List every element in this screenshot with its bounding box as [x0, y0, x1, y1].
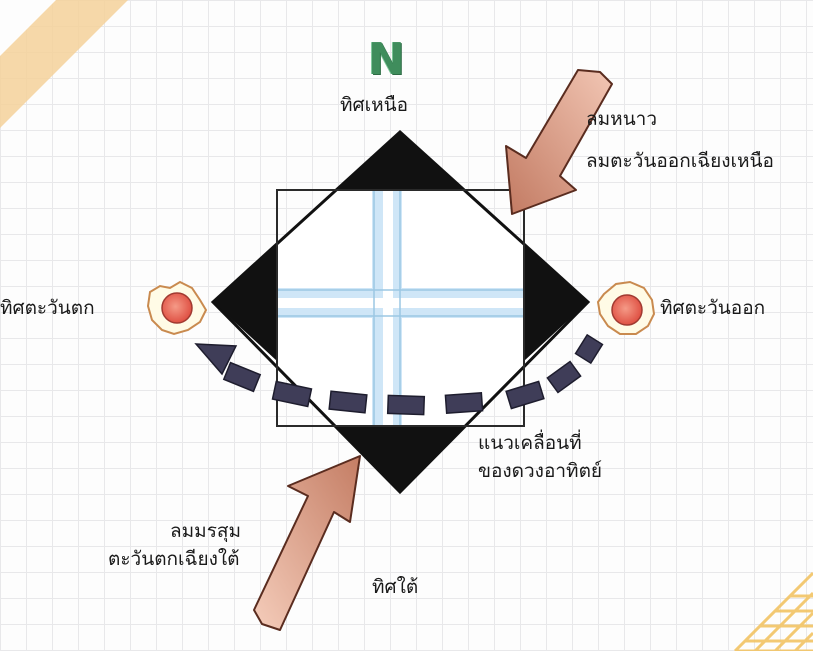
corner-stripe-top-left — [0, 0, 128, 128]
label-northeast-wind-line1: ลมหนาว — [586, 106, 657, 132]
label-south: ทิศใต้ — [372, 574, 418, 600]
label-north: ทิศเหนือ — [340, 92, 408, 118]
west-triangle — [213, 243, 277, 361]
north-letter-icon: N — [368, 36, 405, 84]
label-east: ทิศตะวันออก — [660, 295, 765, 321]
label-west: ทิศตะวันตก — [0, 295, 95, 321]
southwest-wind-arrow — [254, 456, 360, 630]
northeast-wind-arrow — [506, 70, 612, 214]
sun-east-icon — [598, 282, 654, 334]
north-triangle — [336, 132, 464, 190]
label-southwest-wind-line1: ลมมรสุม — [170, 518, 241, 544]
label-sun-path-line1: แนวเคลื่อนที่ — [478, 430, 582, 456]
sun-west-icon — [148, 282, 206, 334]
label-southwest-wind-line2: ตะวันตกเฉียงใต้ — [108, 546, 240, 572]
label-sun-path-line2: ของดวงอาทิตย์ — [478, 458, 602, 484]
corner-hatch-bottom-right — [735, 573, 813, 651]
label-northeast-wind-line2: ลมตะวันออกเฉียงเหนือ — [586, 148, 774, 174]
east-triangle — [524, 243, 588, 361]
